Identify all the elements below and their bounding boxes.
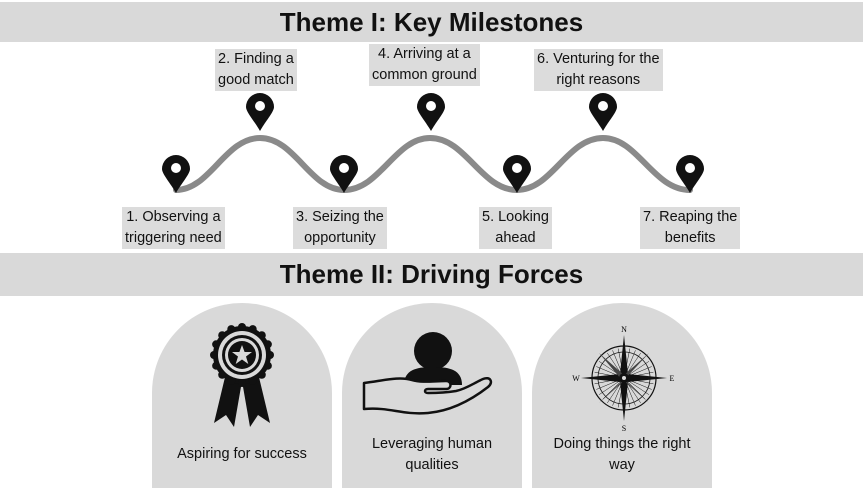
map-pin-icon (246, 93, 274, 131)
winding-road (173, 134, 693, 194)
map-pin-icon (503, 155, 531, 193)
theme-2-title: Theme II: Driving Forces (279, 259, 584, 289)
theme-2-title-bar: Theme II: Driving Forces (0, 253, 863, 296)
compass-e: E (670, 374, 675, 383)
force-label-3: Doing things the right way (553, 436, 691, 473)
map-pin-icon (676, 155, 704, 193)
map-pin-icon (589, 93, 617, 131)
compass-s: S (622, 424, 626, 433)
compass-w: W (572, 374, 580, 383)
map-pin-icon (162, 155, 190, 193)
hand-holding-person-icon (362, 332, 493, 415)
map-pin-icon (330, 155, 358, 193)
compass-rose-icon: N S E W (572, 325, 675, 433)
force-label-1: Aspiring for success (177, 446, 307, 462)
force-card-human-qualities: Leveraging human qualities (342, 303, 522, 488)
theme-1-title-bar: Theme I: Key Milestones (0, 2, 863, 42)
award-ribbon-icon (210, 323, 274, 427)
compass-n: N (621, 325, 627, 334)
force-card-success: Aspiring for success (152, 303, 332, 488)
force-card-right-way: N S E W Doing things the right way (532, 303, 712, 488)
map-pin-icon (417, 93, 445, 131)
theme-1-title: Theme I: Key Milestones (279, 6, 584, 37)
force-label-2: Leveraging human qualities (371, 436, 493, 473)
milestone-road (162, 93, 704, 194)
